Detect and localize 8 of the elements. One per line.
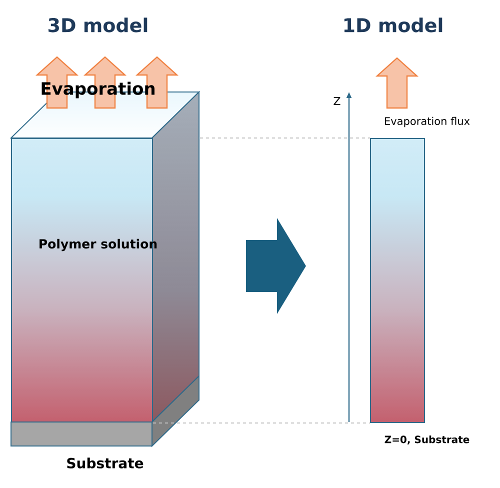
process-label: Evaporation flux	[385, 116, 470, 128]
solution-column	[370, 138, 425, 423]
layer-label: Substrate	[67, 458, 144, 468]
panel-title: 1D model	[344, 18, 442, 32]
panel-title: 3D model	[48, 18, 148, 32]
axis-label: Z	[334, 97, 340, 106]
guide-line	[152, 422, 370, 424]
layer-label: Z=0, Substrate	[384, 436, 470, 445]
